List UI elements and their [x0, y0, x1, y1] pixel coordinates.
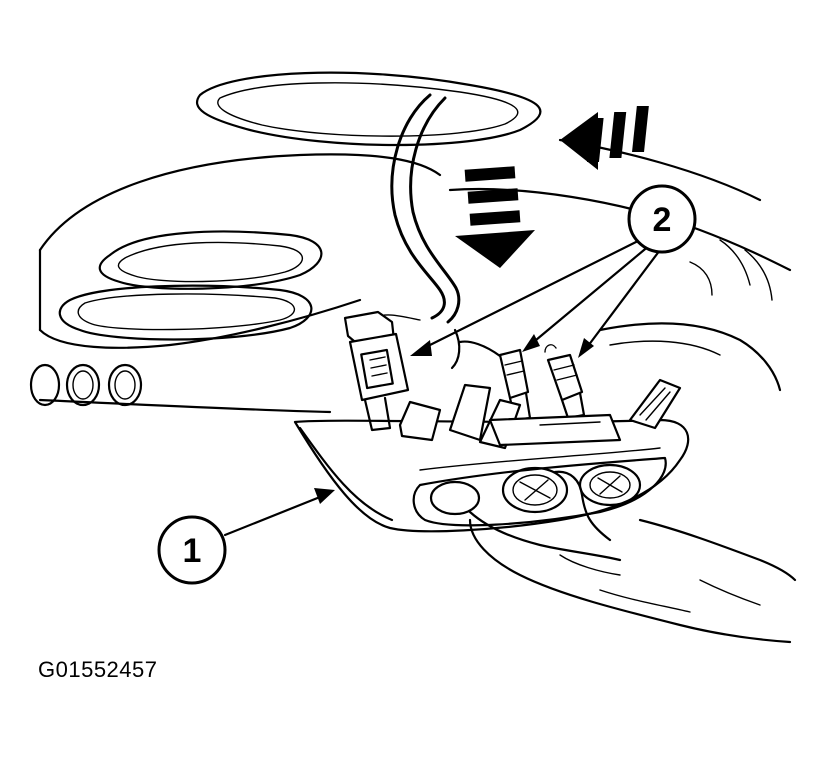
connector-left [343, 310, 410, 432]
callout-2: 2 [627, 184, 697, 254]
motion-arrow-left [560, 106, 649, 170]
callout-2-label: 2 [653, 201, 672, 239]
callout-1: 1 [157, 515, 227, 585]
module-clips [398, 378, 682, 450]
lamp-openings-left [29, 363, 143, 407]
callout-1-label: 1 [183, 532, 202, 570]
leader-line-callout-1 [223, 488, 335, 537]
connector-middle [450, 328, 532, 422]
wiring-harness [374, 93, 461, 324]
figure-id: G01552457 [38, 657, 158, 682]
motion-arrow-down [455, 166, 535, 268]
hand [468, 470, 797, 644]
connector-right [544, 344, 586, 420]
leader-lines-callout-2 [410, 238, 662, 358]
storage-bay [58, 230, 323, 341]
